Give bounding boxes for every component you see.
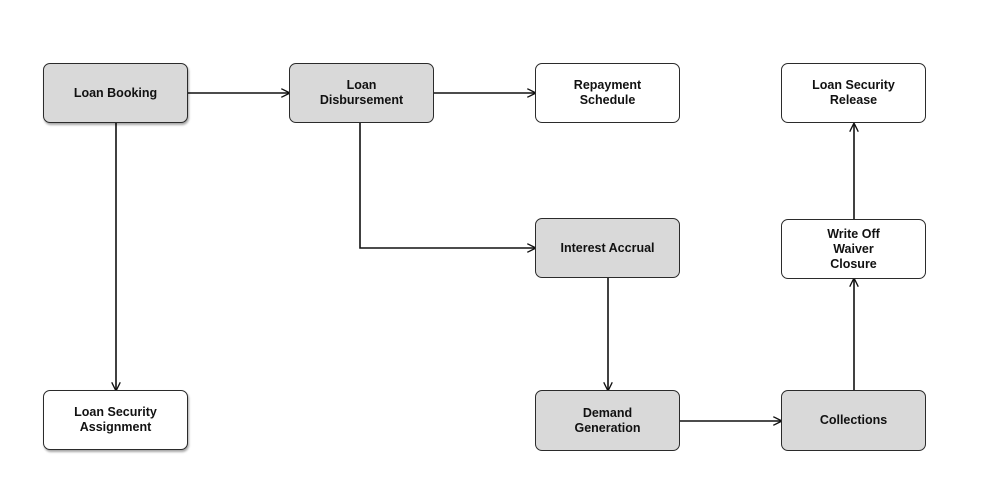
node-demand-generation-label: Demand Generation (574, 405, 641, 435)
node-repayment-schedule: Repayment Schedule (535, 63, 680, 123)
node-collections: Collections (781, 390, 926, 451)
node-loan-disbursement: Loan Disbursement (289, 63, 434, 123)
node-loan-disbursement-label: Loan Disbursement (319, 78, 404, 107)
node-interest-accrual: Interest Accrual (535, 218, 680, 278)
node-collections-label: Collections (819, 413, 888, 427)
node-interest-accrual-label: Interest Accrual (560, 240, 655, 255)
node-loan-booking-label: Loan Booking (73, 85, 158, 100)
node-loan-security-release-label: Loan Security Release (812, 78, 895, 107)
edge-loan-disbursement-to-interest-accrual (359, 123, 535, 248)
node-write-off-waiver-closure: Write Off Waiver Closure (781, 219, 926, 279)
node-loan-security-assignment-label: Loan Security Assignment (74, 405, 157, 434)
node-repayment-schedule-label: Repayment Schedule (573, 78, 642, 107)
node-write-off-waiver-closure-label: Write Off Waiver Closure (827, 226, 880, 271)
node-demand-generation: Demand Generation (535, 390, 680, 451)
node-loan-booking: Loan Booking (43, 63, 188, 123)
node-loan-security-assignment: Loan Security Assignment (43, 390, 188, 450)
node-loan-security-release: Loan Security Release (781, 63, 926, 123)
